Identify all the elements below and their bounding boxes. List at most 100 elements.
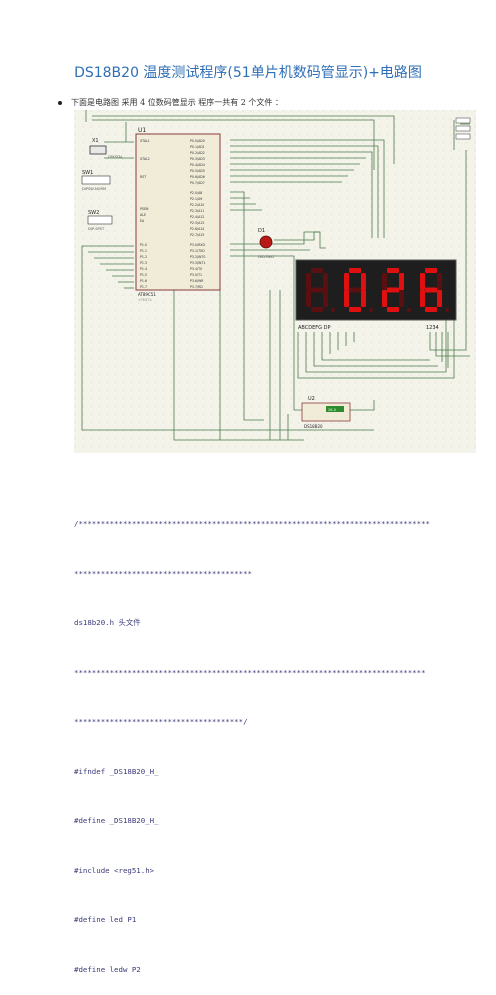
code-line: ds18b20.h 头文件 (74, 618, 141, 627)
u1-pin-label: P2.1/A9 (190, 197, 202, 201)
x1-name: X1 (92, 138, 99, 144)
u1-pin-label: XTAL2 (140, 157, 150, 161)
u1-part: AT89C51 (138, 292, 156, 297)
u1-pin-label: PSEN (140, 207, 149, 211)
u1-pin-label: P2.6/A14 (190, 227, 204, 231)
u1-pin-label: P0.4/AD4 (190, 163, 205, 167)
u1-pin-label: P2.4/A12 (190, 215, 204, 219)
u1-pin-label: P0.6/AD6 (190, 175, 205, 179)
display-segment (437, 273, 442, 290)
u2-reading: 26.0 (328, 408, 337, 412)
code-line: /***************************************… (74, 519, 430, 528)
display-segment (344, 290, 349, 307)
u1-pin-label: P1.7 (140, 285, 147, 289)
u1-text-hint: <TEXT> (138, 298, 152, 302)
display-segment (361, 273, 366, 290)
display-segment (382, 273, 387, 290)
u1-pin-label: P3.5/T1 (190, 273, 202, 277)
code-line: **************************************** (74, 568, 252, 578)
code-line: #ifndef _DS18B20_H_ (74, 766, 159, 776)
u1-pin-label: P3.2/INT0 (190, 255, 205, 259)
display-com-label: 1234 (426, 325, 439, 331)
intro-line: 下面是电路图 采用 4 位数码管显示 程序一共有 2 个文件 ： (58, 97, 283, 108)
display-decimal-point (331, 308, 335, 312)
display-segment (349, 307, 361, 312)
display-segment (420, 290, 425, 307)
code-line: #define _DS18B20_H_ (74, 816, 159, 825)
u1-name: U1 (138, 127, 146, 134)
u1-pin-label: P3.7/RD (190, 285, 203, 289)
display-segment (306, 273, 311, 290)
u1-pin-label: P2.5/A13 (190, 221, 204, 225)
sw2-name: SW2 (88, 210, 99, 216)
u1-pin-label: P2.2/A10 (190, 203, 204, 207)
d1-part: LED-RED (258, 255, 274, 259)
code-line: #define led P1 (74, 915, 137, 924)
display-segment (425, 287, 437, 293)
display-decimal-point (369, 308, 373, 312)
u1-pin-label: P0.1/AD1 (190, 145, 205, 149)
seven-segment-display: ABCDEFG DP 1234 (295, 259, 457, 331)
u1-pin-label: RST (140, 175, 146, 179)
code-line: **************************************/ (74, 717, 248, 726)
u1-pin-label: P3.4/T0 (190, 267, 202, 271)
sw1-name: SW1 (82, 170, 93, 176)
display-segment (437, 290, 442, 307)
display-segment (420, 273, 425, 290)
page-title: DS18B20 温度测试程序(51单片机数码管显示)+电路图 (74, 65, 422, 81)
code-line: #include <reg51.h> (74, 865, 155, 875)
display-segment (323, 290, 328, 307)
sw2-part: DIP-SPST (88, 227, 105, 231)
u1-pin-label: P1.1 (140, 249, 147, 253)
u1-pin-label: P3.3/INT1 (190, 261, 205, 265)
u1-pin-label: P1.4 (140, 267, 147, 271)
u1-pin-label: P0.5/AD5 (190, 169, 205, 173)
display-segment (311, 268, 323, 273)
bullet-icon (58, 101, 62, 105)
display-segment (306, 290, 311, 307)
code-block: /***************************************… (74, 483, 434, 995)
display-segment (311, 287, 323, 293)
u1-pin-label: P1.0 (140, 243, 147, 247)
circuit-schematic: U1 AT89C51 <TEXT> XTAL1XTAL2RSTPSENALEEA… (74, 110, 476, 453)
display-segment (425, 307, 437, 312)
led-icon (259, 235, 273, 249)
code-line: #define ledw P2 (74, 964, 141, 974)
display-segment (387, 268, 399, 273)
u1-pin-label: P0.2/AD2 (190, 151, 205, 155)
display-segment (425, 268, 437, 273)
u1-pin-label: P0.0/AD0 (190, 139, 205, 143)
u2-part: DS18B20 (304, 424, 323, 429)
d1-name: D1 (258, 228, 265, 234)
sw1-switch: SW1 DIPSW-NORM (81, 170, 111, 191)
display-segment (387, 307, 399, 312)
display-segment (311, 307, 323, 312)
display-segment (361, 290, 366, 307)
u1-pin-label: P0.7/AD7 (190, 181, 205, 185)
resistor-pack (455, 117, 471, 140)
display-segment (349, 287, 361, 293)
code-line: ****************************************… (74, 667, 426, 677)
x1-part: CRYSTAL (108, 155, 123, 159)
display-seg-label: ABCDEFG DP (298, 325, 330, 331)
u1-pin-label: P3.6/WR (190, 279, 204, 283)
u1-pin-label: ALE (140, 213, 146, 217)
u1-pin-label: P3.0/RXD (190, 243, 205, 247)
sw2-switch: SW2 DIP-SPST (87, 210, 113, 231)
u1-chip: U1 AT89C51 <TEXT> XTAL1XTAL2RSTPSENALEEA… (135, 127, 221, 302)
u1-pin-label: P2.0/A8 (190, 191, 202, 195)
u1-pin-label: P1.3 (140, 261, 147, 265)
led-d1: D1 LED-RED (258, 228, 274, 259)
display-decimal-point (445, 308, 449, 312)
u1-pin-label: P1.6 (140, 279, 147, 283)
display-segment (323, 273, 328, 290)
u2-sensor: U2 26.0 DS18B20 (301, 396, 351, 429)
display-segment (344, 273, 349, 290)
u1-pin-label: P2.7/A15 (190, 233, 204, 237)
display-decimal-point (407, 308, 411, 312)
u1-pin-label: P3.1/TXD (190, 249, 205, 253)
u1-pin-label: P2.3/A11 (190, 209, 204, 213)
display-segment (382, 290, 387, 307)
u2-name: U2 (308, 396, 315, 402)
display-segment (387, 287, 399, 293)
